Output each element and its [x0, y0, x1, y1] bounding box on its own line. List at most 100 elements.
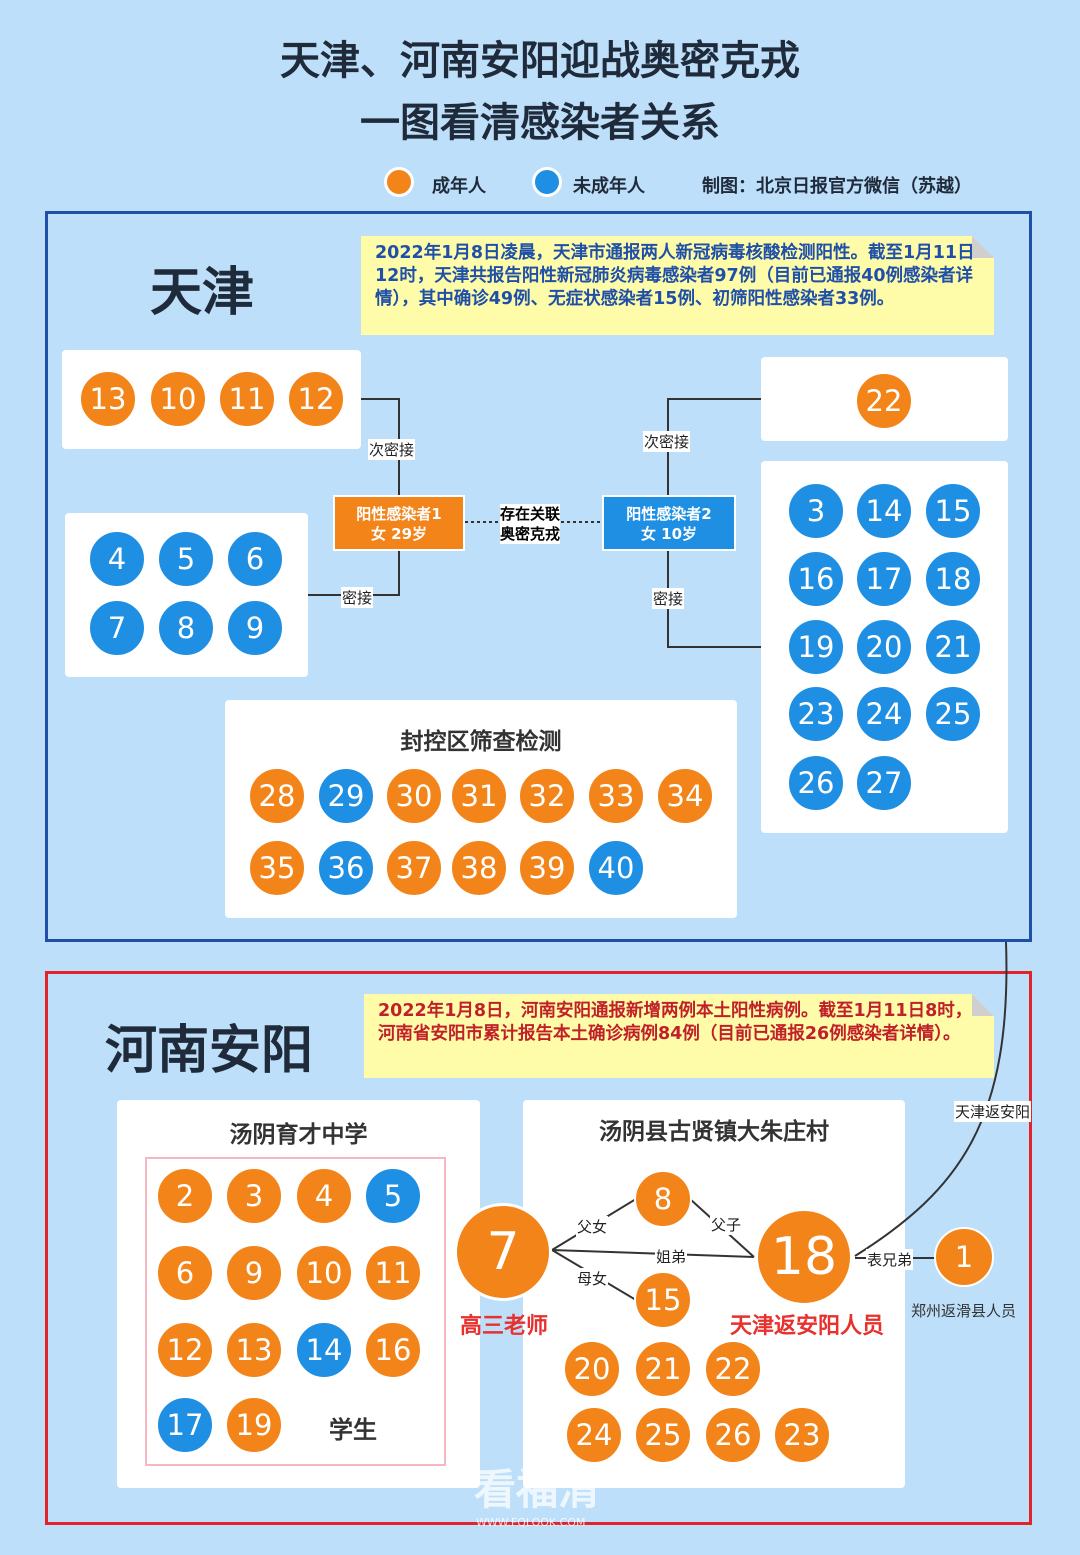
- case-adult-2: 2: [156, 1167, 214, 1225]
- case-minor-21: 21: [924, 618, 982, 676]
- case-adult-28: 28: [248, 767, 306, 825]
- school-title: 汤阴育才中学: [229, 1122, 368, 1148]
- adult-legend-dot: [384, 167, 414, 197]
- case-adult-9: 9: [225, 1244, 283, 1302]
- case-adult-35: 35: [248, 839, 306, 897]
- relation-father-son: 父子: [710, 1214, 743, 1235]
- case-minor-26: 26: [787, 754, 845, 812]
- title-line-2: 一图看清感染者关系: [360, 100, 720, 146]
- positive-2-info: 女 10岁: [640, 525, 698, 543]
- p1-secondary-line: [361, 398, 400, 495]
- case-adult-37: 37: [385, 839, 443, 897]
- positive-1-info: 女 29岁: [370, 525, 428, 543]
- case-adult-26: 26: [704, 1406, 762, 1464]
- p2-secondary-line: [667, 398, 761, 495]
- tianjin-return-label: 天津返安阳: [954, 1101, 1032, 1122]
- case-adult-20: 20: [563, 1340, 621, 1398]
- association-label-line1: 存在关联: [500, 505, 561, 523]
- case-adult-32: 32: [518, 767, 576, 825]
- adult-legend-label: 成年人: [432, 176, 486, 197]
- case-adult-11: 11: [218, 370, 276, 428]
- case-minor-8: 8: [157, 599, 215, 657]
- case-adult-33: 33: [587, 767, 645, 825]
- case-minor-5: 5: [364, 1167, 422, 1225]
- school-students-border: [145, 1157, 446, 1466]
- screening-title: 封控区筛查检测: [400, 729, 562, 755]
- case-adult-1: 1: [934, 1227, 994, 1287]
- case-minor-40: 40: [587, 839, 645, 897]
- case-minor-9: 9: [226, 599, 284, 657]
- case-adult-31: 31: [450, 767, 508, 825]
- credit: 制图：北京日报官方微信（苏越）: [702, 176, 972, 197]
- close-contact-label-1: 密接: [341, 587, 374, 608]
- case-adult-15: 15: [634, 1271, 692, 1329]
- relation-cousins: 表兄弟: [866, 1249, 914, 1270]
- case-adult-38: 38: [450, 839, 508, 897]
- case-adult-22: 22: [704, 1340, 762, 1398]
- case-adult-10: 10: [295, 1244, 353, 1302]
- case-adult-13: 13: [79, 370, 137, 428]
- case-minor-15: 15: [924, 482, 982, 540]
- case-minor-18: 18: [924, 550, 982, 608]
- case-minor-19: 19: [787, 618, 845, 676]
- close-contact-label-2: 密接: [652, 588, 685, 609]
- case-adult-8: 8: [634, 1170, 692, 1228]
- secondary-contact-label-2: 次密接: [643, 431, 691, 452]
- relation-father-daughter: 父女: [576, 1216, 609, 1237]
- students-label: 学生: [329, 1416, 377, 1444]
- case-minor-29: 29: [317, 767, 375, 825]
- positive-1-title: 阳性感染者1: [356, 505, 442, 523]
- case-adult-11: 11: [364, 1244, 422, 1302]
- case-minor-24: 24: [855, 685, 913, 743]
- p2-close-line: [667, 550, 761, 648]
- case-adult-23: 23: [773, 1406, 831, 1464]
- positive-2-title: 阳性感染者2: [626, 505, 712, 523]
- case-minor-25: 25: [924, 685, 982, 743]
- tianjin-section: [45, 211, 1032, 942]
- relation-sister-brother: 姐弟: [655, 1246, 688, 1267]
- case-adult-12: 12: [156, 1321, 214, 1379]
- anyang-heading: 河南安阳: [105, 1021, 314, 1081]
- tianjin-return-line: [854, 941, 1008, 1257]
- village-title: 汤阴县古贤镇大朱庄村: [599, 1119, 829, 1145]
- case-minor-16: 16: [787, 550, 845, 608]
- secondary-contact-label-1: 次密接: [368, 439, 416, 460]
- case-adult-13: 13: [225, 1321, 283, 1379]
- case-minor-7: 7: [88, 599, 146, 657]
- case-minor-5: 5: [157, 530, 215, 588]
- case-adult-24: 24: [565, 1406, 623, 1464]
- case-adult-6: 6: [156, 1244, 214, 1302]
- case-adult-16: 16: [364, 1321, 422, 1379]
- case-adult-7: 7: [454, 1203, 552, 1301]
- minor-legend-label: 未成年人: [573, 176, 645, 197]
- case-minor-17: 17: [156, 1396, 214, 1454]
- watermark-logo: 看福清: [474, 1465, 601, 1514]
- case-adult-4: 4: [295, 1167, 353, 1225]
- case-minor-14: 14: [295, 1321, 353, 1379]
- case-minor-27: 27: [855, 754, 913, 812]
- tianjin-note: 2022年1月8日凌晨，天津市通报两人新冠病毒核酸检测阳性。截至1月11日12时…: [361, 236, 994, 335]
- zhengzhou-label: 郑州返滑县人员: [911, 1302, 1017, 1320]
- tianjin-heading: 天津: [150, 263, 255, 323]
- relation-mother-daughter: 母女: [576, 1268, 609, 1289]
- case-adult-12: 12: [287, 370, 345, 428]
- case-minor-6: 6: [226, 530, 284, 588]
- association-label-line2: 奥密克戎: [500, 525, 561, 543]
- case-adult-30: 30: [385, 767, 443, 825]
- association-label: 存在关联奥密克戎: [500, 504, 561, 544]
- case-minor-23: 23: [787, 685, 845, 743]
- positive-case-1: 阳性感染者1 女 29岁: [333, 495, 465, 551]
- p1-close-line: [308, 550, 400, 596]
- case-adult-19: 19: [225, 1396, 283, 1454]
- watermark-url: WWW.FQLOOK.COM: [476, 1516, 586, 1529]
- case-adult-21: 21: [634, 1340, 692, 1398]
- case-minor-36: 36: [317, 839, 375, 897]
- anyang-note: 2022年1月8日，河南安阳通报新增两例本土阳性病例。截至1月11日8时，河南省…: [364, 994, 994, 1078]
- case-adult-3: 3: [225, 1167, 283, 1225]
- case-adult-22: 22: [855, 372, 913, 430]
- case-minor-14: 14: [855, 482, 913, 540]
- teacher-label: 高三老师: [460, 1314, 549, 1339]
- positive-case-2: 阳性感染者2 女 10岁: [602, 495, 736, 551]
- case-minor-4: 4: [88, 530, 146, 588]
- case-adult-18: 18: [755, 1208, 853, 1306]
